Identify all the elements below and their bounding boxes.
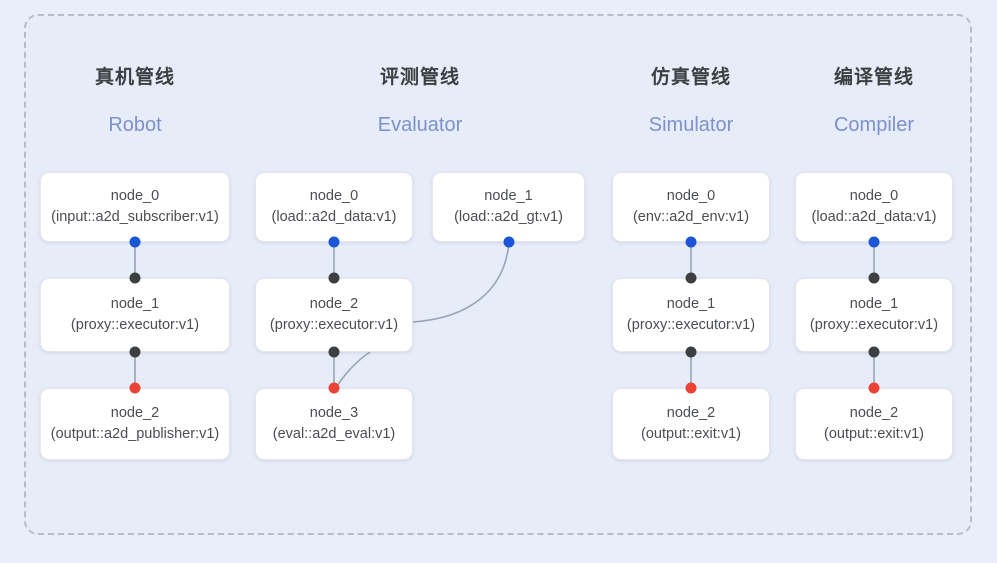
node-card-robot-node-2[interactable]: node_2 (output::a2d_publisher:v1) [40,388,230,460]
node-card-eval-node-2[interactable]: node_2 (proxy::executor:v1) [255,278,413,352]
node-spec: (proxy::executor:v1) [809,317,939,333]
column-title-en: Evaluator [377,114,463,136]
node-card-robot-node-0[interactable]: node_0 (input::a2d_subscriber:v1) [40,172,230,242]
node-name: node_0 [309,187,359,204]
node-card-sim-node-1[interactable]: node_1 (proxy::executor:v1) [612,278,770,352]
port-output-eval-node-2[interactable] [328,346,340,358]
column-header-simulator: 仿真管线 Simulator [616,62,766,137]
node-spec: (load::a2d_data:v1) [271,209,397,225]
node-card-sim-node-2[interactable]: node_2 (output::exit:v1) [612,388,770,460]
port-output-eval-node-1[interactable] [503,236,515,248]
port-input-eval-node-2[interactable] [328,272,340,284]
column-title-en: Robot [108,114,162,136]
node-spec: (output::a2d_publisher:v1) [50,426,220,442]
node-card-robot-node-1[interactable]: node_1 (proxy::executor:v1) [40,278,230,352]
column-title-zh: 真机管线 [94,67,175,88]
column-title-zh: 评测管线 [379,67,460,88]
node-spec: (input::a2d_subscriber:v1) [51,209,219,225]
port-input-comp-node-1[interactable] [868,272,880,284]
node-name: node_3 [309,404,359,421]
port-output-robot-node-1[interactable] [129,346,141,358]
port-input-comp-node-2[interactable] [868,382,880,394]
node-name: node_2 [309,295,359,312]
node-name: node_2 [110,404,160,421]
column-title-en: Compiler [833,114,915,136]
port-input-eval-node-3[interactable] [328,382,340,394]
column-title-zh: 编译管线 [833,67,914,88]
column-header-evaluator: 评测管线 Evaluator [345,62,495,137]
port-output-comp-node-1[interactable] [868,346,880,358]
column-title-zh: 仿真管线 [650,67,731,88]
port-output-robot-node-0[interactable] [129,236,141,248]
node-card-comp-node-2[interactable]: node_2 (output::exit:v1) [795,388,953,460]
node-name: node_1 [110,295,160,312]
node-name: node_2 [666,404,716,421]
node-name: node_1 [849,295,899,312]
node-card-eval-node-1[interactable]: node_1 (load::a2d_gt:v1) [432,172,585,242]
node-spec: (proxy::executor:v1) [70,317,200,333]
column-header-compiler: 编译管线 Compiler [799,62,949,137]
node-name: node_2 [849,404,899,421]
node-name: node_1 [484,187,533,204]
column-title-en: Simulator [648,114,734,136]
column-header-robot: 真机管线 Robot [60,62,210,137]
node-card-eval-node-0[interactable]: node_0 (load::a2d_data:v1) [255,172,413,242]
node-card-comp-node-0[interactable]: node_0 (load::a2d_data:v1) [795,172,953,242]
node-spec: (output::exit:v1) [824,426,924,442]
node-spec: (env::a2d_env:v1) [632,209,750,225]
node-spec: (load::a2d_data:v1) [811,209,937,225]
node-name: node_0 [849,187,899,204]
port-output-sim-node-1[interactable] [685,346,697,358]
node-spec: (proxy::executor:v1) [269,317,399,333]
port-input-sim-node-2[interactable] [685,382,697,394]
node-spec: (load::a2d_gt:v1) [454,209,563,225]
node-spec: (eval::a2d_eval:v1) [272,426,396,442]
port-input-robot-node-2[interactable] [129,382,141,394]
port-input-sim-node-1[interactable] [685,272,697,284]
node-spec: (output::exit:v1) [641,426,741,442]
port-output-eval-node-0[interactable] [328,236,340,248]
port-input-robot-node-1[interactable] [129,272,141,284]
node-card-sim-node-0[interactable]: node_0 (env::a2d_env:v1) [612,172,770,242]
node-name: node_0 [110,187,160,204]
node-name: node_1 [666,295,716,312]
port-output-comp-node-0[interactable] [868,236,880,248]
node-spec: (proxy::executor:v1) [626,317,756,333]
port-output-sim-node-0[interactable] [685,236,697,248]
node-card-comp-node-1[interactable]: node_1 (proxy::executor:v1) [795,278,953,352]
node-card-eval-node-3[interactable]: node_3 (eval::a2d_eval:v1) [255,388,413,460]
node-name: node_0 [666,187,716,204]
